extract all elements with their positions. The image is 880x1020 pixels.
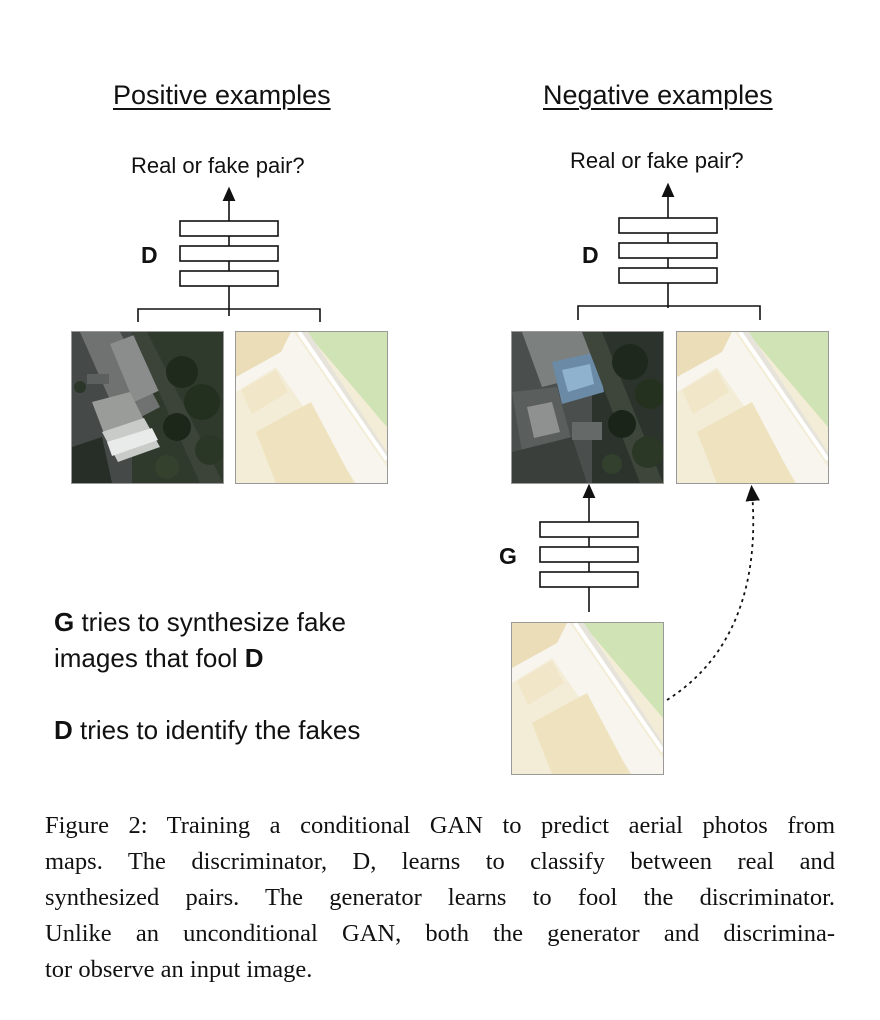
generator-description: G tries to synthesize fake images that f… [54,604,346,676]
aerial-photo-positive [71,331,224,484]
discriminator-positive [137,186,321,322]
real-or-fake-question-negative: Real or fake pair? [570,148,744,173]
caption-line: tor observe an input image. [45,956,313,983]
d-label-negative: D [582,242,599,268]
caption-line: maps. The discriminator, D, learns to cl… [45,848,835,875]
discriminator-negative [577,182,761,320]
real-or-fake-question-positive: Real or fake pair? [131,153,305,178]
d-layer-3-positive [179,270,279,287]
desc-line3-text: tries to identify the fakes [72,715,361,745]
caption-line: Unlike an unconditional GAN, both the ge… [45,920,835,947]
d-label-positive: D [141,242,158,268]
figure-caption: Figure 2: Training a conditional GAN to … [45,808,835,988]
input-bracket-negative [577,305,761,320]
d-layer-2-negative [618,242,718,259]
d-layer-3-negative [618,267,718,284]
desc-d-bold: D [244,643,264,673]
input-bracket-positive [137,308,321,322]
negative-examples-heading: Negative examples [543,80,773,110]
d-layer-1-negative [618,217,718,234]
d-layer-1-positive [179,220,279,237]
desc-line2-text: images that fool [54,643,245,673]
condition-dotted-arrow [666,484,760,701]
g-layer-3 [539,571,639,588]
map-image-positive [235,331,388,484]
positive-examples-heading: Positive examples [113,80,331,110]
g-label: G [499,543,517,569]
desc-line1-text: tries to synthesize fake [74,607,346,637]
desc-g-bold: G [54,607,75,637]
caption-line: Figure 2: Training a conditional GAN to … [45,812,835,839]
g-layer-1 [539,521,639,538]
map-image-negative [676,331,829,484]
g-layer-2 [539,546,639,563]
desc-d2-bold: D [54,715,73,745]
d-layer-2-positive [179,245,279,262]
discriminator-description: D tries to identify the fakes [54,712,360,748]
map-image-input [511,622,664,775]
caption-line: synthesized pairs. The generator learns … [45,884,835,911]
synthesized-aerial-photo [511,331,664,484]
generator [539,483,639,612]
